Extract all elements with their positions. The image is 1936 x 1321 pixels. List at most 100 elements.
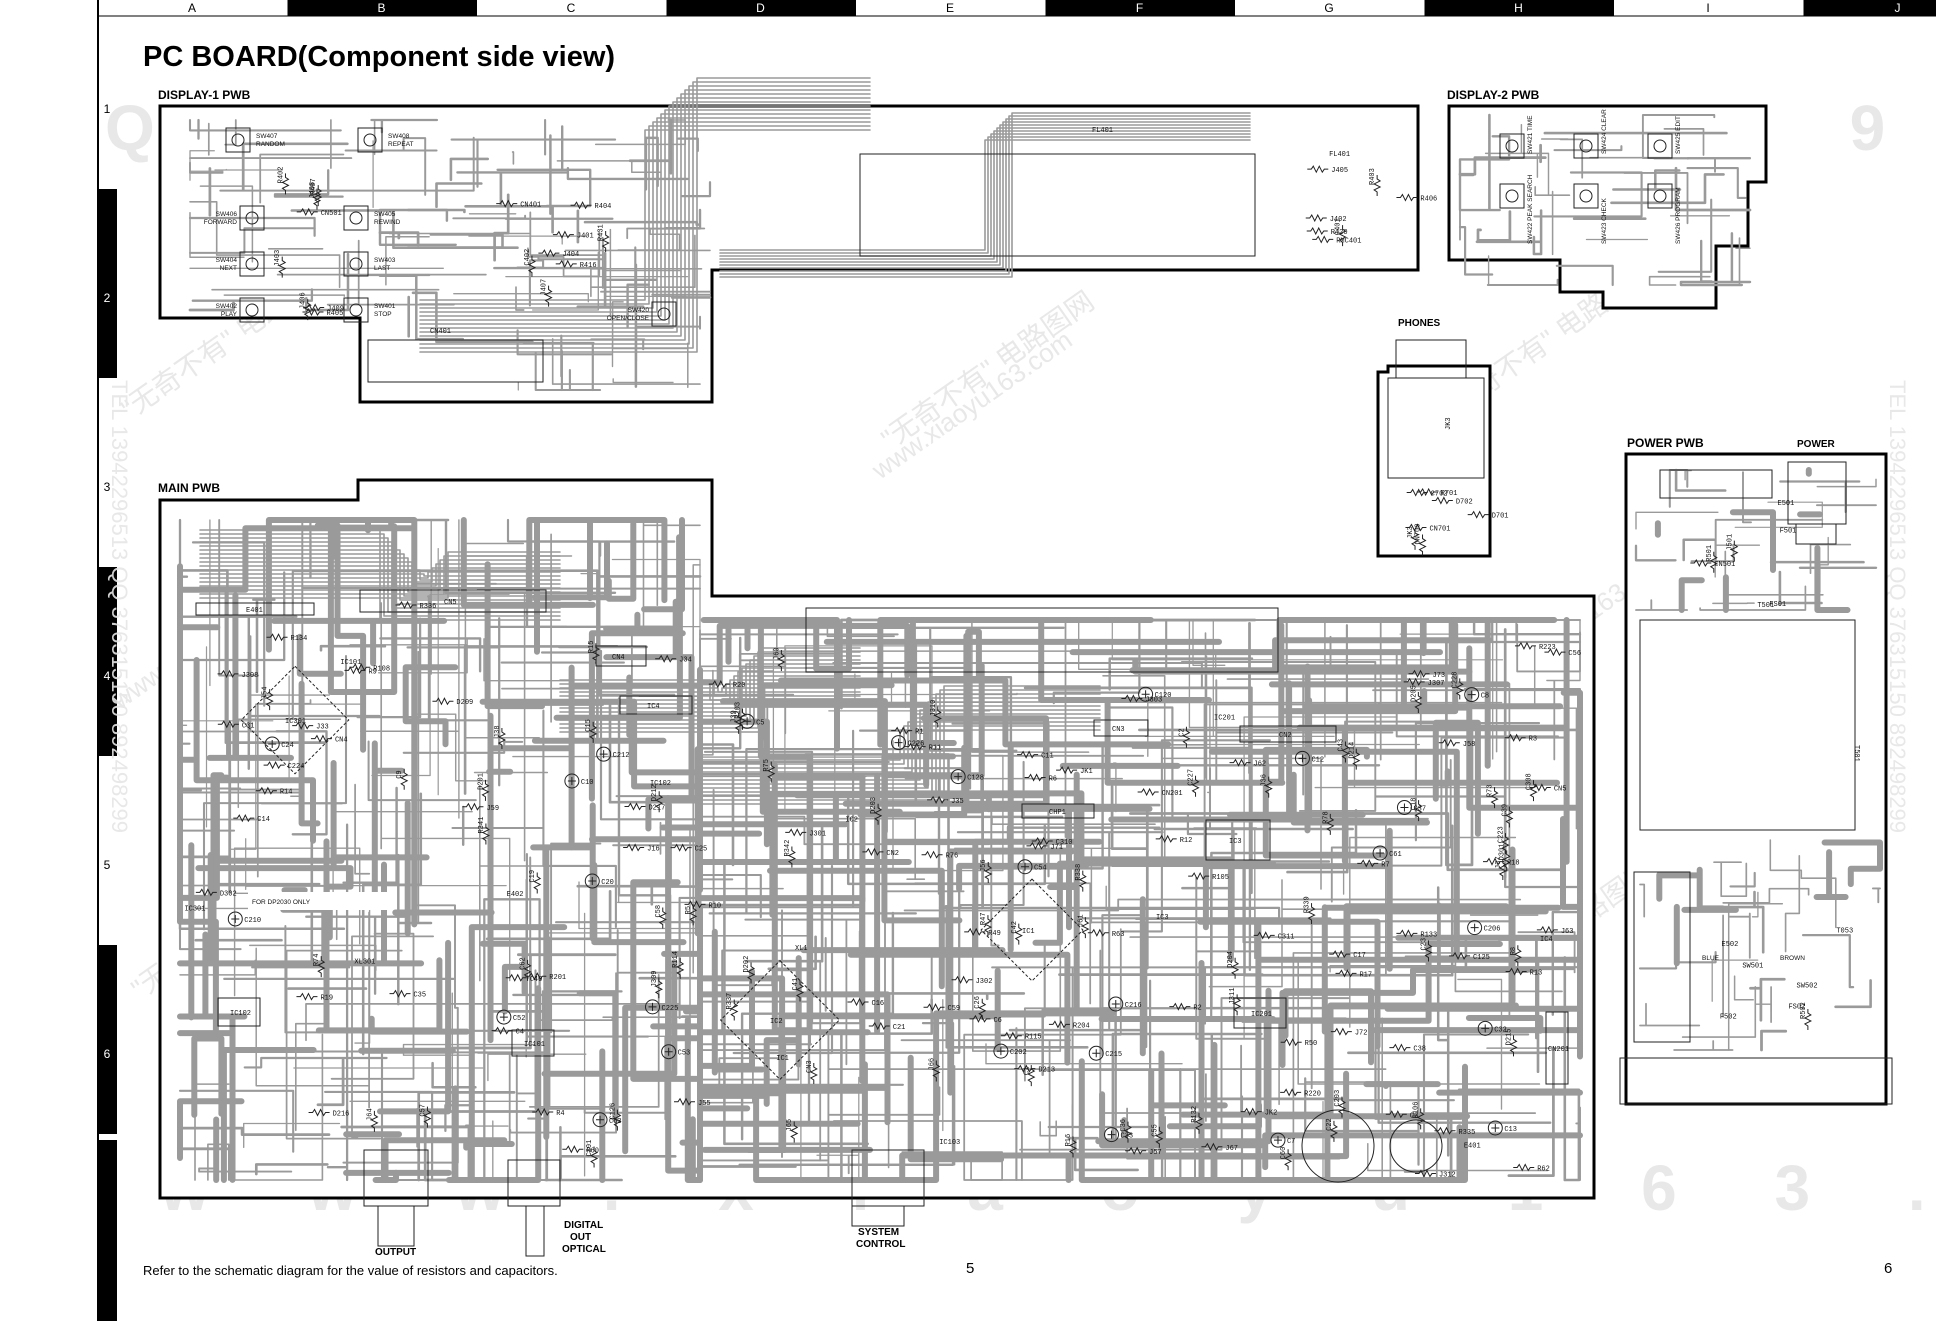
svg-text:R62: R62: [1537, 1165, 1550, 1173]
part-d212: D212: [651, 784, 664, 813]
svg-text:R105: R105: [1212, 874, 1229, 882]
svg-text:J409: J409: [327, 305, 344, 313]
svg-text:C43: C43: [1337, 739, 1345, 752]
part-r73: R73: [1487, 784, 1499, 809]
part-r133: R133: [1396, 929, 1437, 939]
switch-sw425: SW425 EDIT: [1647, 116, 1682, 159]
part-j401: J401: [552, 230, 594, 241]
svg-text:OPEN/CLOSE: OPEN/CLOSE: [607, 315, 650, 322]
svg-text:R16: R16: [1065, 1134, 1073, 1147]
system-control-label-1: SYSTEM: [858, 1227, 899, 1238]
svg-text:SW401: SW401: [374, 303, 396, 310]
part-r7: R7: [1357, 859, 1390, 869]
part-j36: J36: [1261, 774, 1273, 798]
part-cn201: CN201: [1137, 787, 1183, 798]
part-c1: C1: [1023, 1065, 1036, 1087]
part-r201: R201: [525, 972, 566, 982]
part-jk3: JK3: [1407, 526, 1420, 550]
part-c8: C8: [1464, 687, 1489, 703]
part-c11: C11: [1017, 750, 1054, 761]
part-j55: J55: [674, 1097, 711, 1108]
ic-e401: E401: [195, 602, 315, 616]
svg-text:J58: J58: [1463, 741, 1476, 749]
row-label-5: 5: [104, 858, 111, 872]
part-c215: C215: [1088, 1045, 1122, 1061]
svg-text:C311: C311: [1278, 933, 1295, 941]
svg-text:J311: J311: [1229, 988, 1237, 1005]
svg-text:R75: R75: [763, 759, 771, 772]
ic-ic4: IC4: [619, 695, 693, 715]
part-r49: R49: [964, 927, 1001, 938]
svg-text:J55: J55: [698, 1100, 711, 1108]
part-t501: T501: [1757, 602, 1774, 610]
part-c55: C55: [1151, 1124, 1164, 1148]
part-c38: C38: [1389, 1043, 1426, 1054]
svg-text:D701: D701: [1492, 513, 1509, 521]
svg-text:R50: R50: [1305, 1040, 1318, 1048]
svg-text:R73: R73: [1487, 784, 1495, 797]
part-c62: C62: [520, 957, 532, 981]
part-r15: R15: [588, 641, 600, 665]
svg-text:C17: C17: [1353, 952, 1366, 960]
part-jk2: JK2: [1240, 1107, 1278, 1118]
svg-text:SW407: SW407: [256, 133, 278, 140]
svg-text:R10: R10: [709, 902, 722, 910]
part-j16: J16: [623, 843, 660, 854]
power-parts: CN501SW501F501F502FS01FS02R501R502T501T0…: [1690, 500, 1853, 1030]
part-c14: C14: [233, 814, 270, 824]
part-c126: C126: [609, 1103, 622, 1131]
ic-cn5: CN5: [359, 589, 547, 613]
watermark-url-2: www.xiaoyu163.com: [865, 324, 1077, 485]
part-j35: J35: [927, 795, 964, 806]
svg-text:R106: R106: [1413, 1102, 1421, 1119]
part-r416: R416: [555, 259, 597, 270]
part-j38: J38: [494, 725, 507, 750]
svg-text:JK3: JK3: [1407, 526, 1415, 539]
part-c39: C39: [1501, 804, 1514, 828]
svg-text:J63: J63: [1561, 928, 1574, 936]
column-label-f: F: [1136, 1, 1143, 15]
svg-text:C63: C63: [609, 1118, 622, 1126]
svg-text:J302: J302: [976, 978, 993, 986]
svg-text:CN501: CN501: [1714, 561, 1735, 569]
svg-text:D214: D214: [1348, 742, 1356, 759]
ic-ic201: IC201: [1233, 997, 1287, 1029]
svg-text:R78: R78: [1322, 811, 1330, 824]
part-c54: C54: [1017, 859, 1047, 875]
svg-text:C22: C22: [1326, 1118, 1334, 1131]
svg-text:R223: R223: [1539, 644, 1556, 652]
display1-pwb-label: DISPLAY-1 PWB: [158, 88, 251, 102]
jk3-label: JK3: [1445, 417, 1453, 430]
part-cn3: CN3: [806, 1060, 818, 1084]
svg-text:CN3: CN3: [806, 1060, 814, 1073]
svg-text:J312: J312: [1439, 1172, 1456, 1180]
svg-text:C25: C25: [695, 846, 708, 854]
part-r47: R47: [980, 912, 993, 937]
svg-text:SW425 EDIT: SW425 EDIT: [1675, 116, 1682, 154]
part-r10: R10: [684, 900, 722, 910]
part-e402: E402: [507, 891, 524, 899]
ic-ic2: IC2: [719, 959, 841, 1081]
svg-text:R342: R342: [784, 840, 792, 857]
part-r106: R106: [1413, 1102, 1425, 1130]
part-d214: D214: [1348, 742, 1361, 770]
part-c225: C225: [645, 999, 678, 1015]
svg-text:C14: C14: [257, 816, 270, 824]
part-c26: C26: [974, 996, 987, 1020]
svg-text:SW404: SW404: [216, 257, 238, 264]
svg-text:C7: C7: [1287, 1138, 1295, 1146]
svg-text:C3: C3: [1410, 1112, 1418, 1120]
ic-ic102: IC102: [217, 997, 261, 1027]
part-j54: J54: [262, 687, 274, 711]
svg-text:C206: C206: [1484, 926, 1501, 934]
part-c4: C4: [491, 1026, 524, 1037]
part-d702: D702: [1431, 496, 1473, 506]
part-r19: R19: [296, 992, 333, 1003]
connector-cn401: [367, 339, 544, 383]
svg-text:R201: R201: [549, 974, 566, 982]
part-r63: R63: [1087, 928, 1124, 939]
svg-text:C18: C18: [1411, 798, 1419, 811]
svg-text:CN701: CN701: [1429, 525, 1450, 533]
svg-text:JK2: JK2: [1265, 1110, 1278, 1118]
